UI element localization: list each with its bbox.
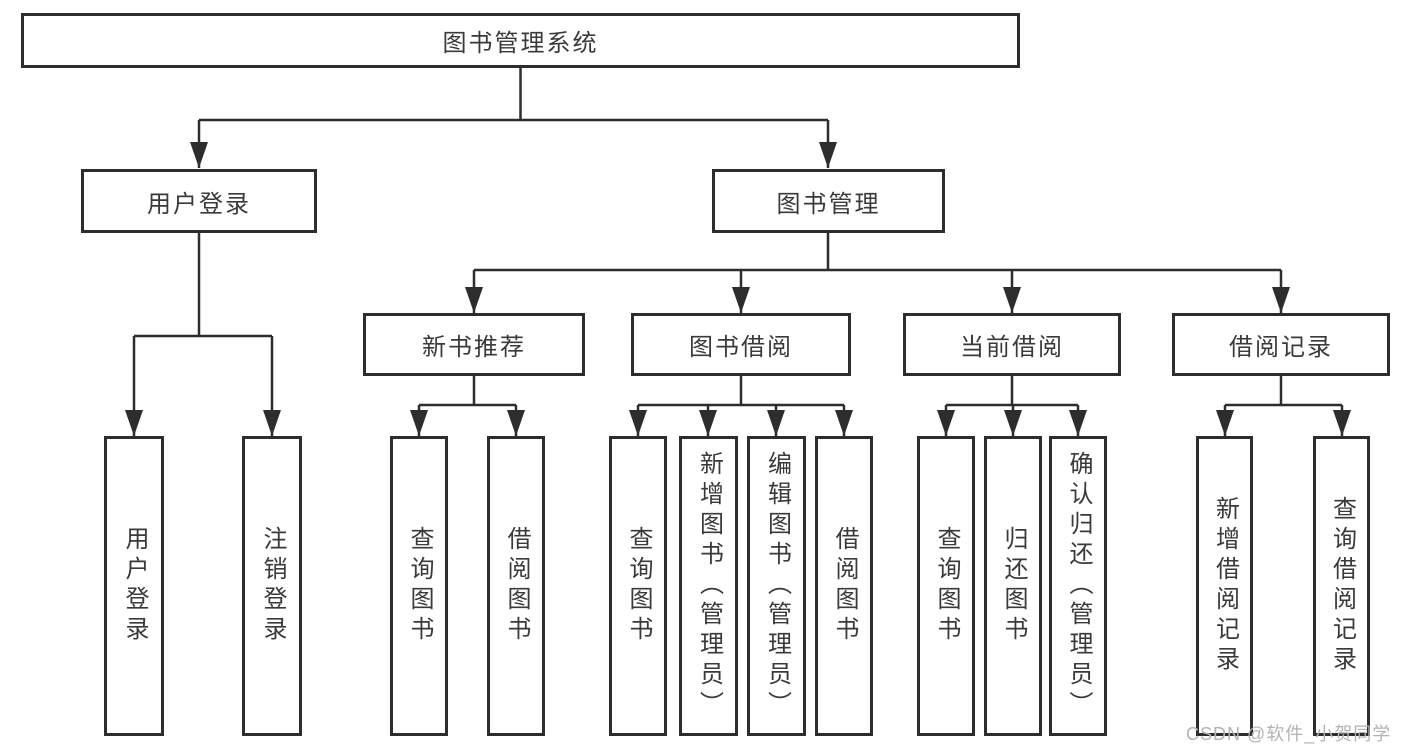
- leaf-edit-book-admin: 编辑图书（管理员）: [747, 436, 806, 736]
- node-label: 借阅记录: [1229, 334, 1333, 361]
- node-user-login: 用户登录: [81, 169, 317, 233]
- node-library-system: 图书管理系统: [21, 13, 1020, 68]
- leaf-add-borrow-record: 新增借阅记录: [1196, 436, 1253, 736]
- node-label: 图书借阅: [689, 334, 793, 361]
- leaf-logout: 注销登录: [242, 436, 302, 736]
- node-label: 新增图书（管理员）: [695, 451, 723, 721]
- leaf-add-book-admin: 新增图书（管理员）: [679, 436, 738, 736]
- leaf-confirm-return-admin: 确认归还（管理员）: [1049, 436, 1107, 736]
- node-label: 编辑图书（管理员）: [763, 451, 791, 721]
- node-label: 用户登录: [147, 190, 251, 218]
- node-label: 借阅图书: [831, 526, 858, 646]
- node-label: 确认归还（管理员）: [1065, 451, 1092, 721]
- node-new-book-recommend: 新书推荐: [363, 313, 585, 376]
- leaf-query-borrow-record: 查询借阅记录: [1313, 436, 1370, 736]
- node-label: 图书管理系统: [442, 30, 599, 57]
- leaf-borrow-books-recommend: 借阅图书: [487, 436, 545, 736]
- node-label: 新增借阅记录: [1211, 496, 1239, 676]
- leaf-user-login: 用户登录: [104, 436, 164, 736]
- node-label: 查询借阅记录: [1328, 496, 1356, 676]
- leaf-query-books-recommend: 查询图书: [390, 436, 448, 736]
- node-label: 新书推荐: [422, 334, 526, 361]
- node-book-management: 图书管理: [712, 169, 945, 233]
- node-book-borrow: 图书借阅: [631, 313, 851, 376]
- node-label: 图书管理: [776, 190, 881, 218]
- node-label: 注销登录: [259, 526, 286, 646]
- node-label: 借阅图书: [503, 526, 530, 646]
- connector-rails: [134, 68, 1342, 407]
- node-label: 查询图书: [933, 526, 960, 646]
- node-label: 查询图书: [625, 526, 652, 646]
- node-label: 查询图书: [406, 526, 433, 646]
- node-label: 当前借阅: [960, 334, 1064, 361]
- node-label: 用户登录: [121, 526, 148, 646]
- node-current-borrow: 当前借阅: [903, 313, 1121, 376]
- leaf-query-books-borrow: 查询图书: [609, 436, 667, 736]
- leaf-query-books-current: 查询图书: [917, 436, 975, 736]
- node-borrow-records: 借阅记录: [1172, 313, 1390, 376]
- leaf-return-books: 归还图书: [984, 436, 1042, 736]
- watermark-text: CSDN @软件_小贺同学: [1186, 724, 1392, 744]
- leaf-borrow-books: 借阅图书: [815, 436, 873, 736]
- node-label: 归还图书: [1000, 526, 1027, 646]
